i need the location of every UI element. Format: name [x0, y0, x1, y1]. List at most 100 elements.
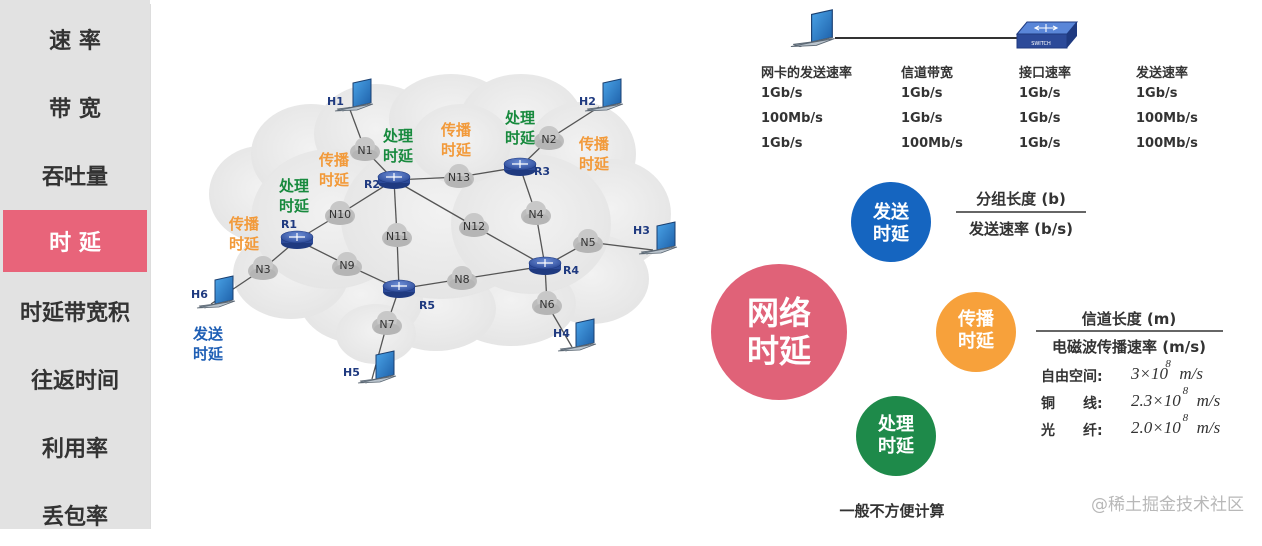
node-label-n1: N1: [357, 144, 372, 157]
sidebar: 速 率带 宽吞吐量时 延时延带宽积往返时间利用率丢包率: [0, 0, 150, 530]
node-label-n11: N11: [386, 230, 408, 243]
router-r3: R3: [503, 157, 550, 178]
node-n10: N10: [325, 201, 355, 225]
node-n7: N7: [372, 311, 402, 335]
node-n8: N8: [447, 266, 477, 290]
media-exp-1: 8: [1182, 385, 1189, 397]
sidebar-item-4[interactable]: 时延带宽积: [19, 301, 130, 326]
table-header-1: 信道带宽: [901, 66, 954, 81]
node-label-n2: N2: [541, 133, 556, 146]
sidebar-item-6[interactable]: 利用率: [41, 437, 108, 462]
processing-delay-circle-label: 处理 时延: [878, 414, 914, 457]
processing-delay-label-0: 处理 时延: [383, 127, 414, 165]
sidebar-item-7[interactable]: 丢包率: [41, 505, 108, 530]
table-laptop-icon: [790, 9, 835, 48]
table-cell-2-1: 100Mb/s: [901, 136, 963, 151]
table-cell-0-3: 1Gb/s: [1136, 86, 1178, 101]
watermark: @稀土掘金技术社区: [1091, 495, 1244, 515]
table-cell-1-2: 1Gb/s: [1019, 111, 1061, 126]
router-r4: R4: [528, 256, 579, 277]
host-label-h4: H4: [553, 327, 570, 340]
table-cell-1-1: 1Gb/s: [901, 111, 943, 126]
media-name-2: 光 纤:: [1041, 423, 1103, 439]
propagation-denominator: 电磁波传播速率 (m/s): [1052, 338, 1206, 356]
table-cell-0-1: 1Gb/s: [901, 86, 943, 101]
host-h5: [357, 350, 397, 384]
node-label-n3: N3: [255, 263, 270, 276]
node-n6: N6: [532, 291, 562, 315]
propagation-delay-label-1: 传播 时延: [441, 121, 472, 159]
node-n2: N2: [534, 126, 564, 150]
switch-icon: SWITCH: [1015, 21, 1079, 49]
media-exp-0: 8: [1165, 358, 1171, 370]
node-label-n4: N4: [528, 208, 543, 221]
host-label-h2: H2: [579, 95, 596, 108]
node-n13: N13: [444, 164, 474, 188]
network-delay-circle: [711, 264, 847, 400]
router-label-r1: R1: [281, 218, 297, 231]
media-name-0: 自由空间:: [1041, 369, 1103, 385]
node-n1: N1: [350, 137, 380, 161]
node-label-n8: N8: [454, 273, 469, 286]
host-h6: [196, 275, 236, 309]
node-n9: N9: [332, 252, 362, 276]
media-name-1: 铜 线:: [1041, 396, 1103, 412]
transmission-delay-label: 发送 时延: [193, 325, 224, 363]
node-label-n12: N12: [463, 220, 485, 233]
table-header-0: 网卡的发送速率: [761, 66, 853, 81]
transmission-numerator: 分组长度 (b): [976, 190, 1066, 208]
node-n12: N12: [459, 213, 489, 237]
propagation-delay-label-3: 传播 时延: [229, 215, 260, 253]
media-unit-0: m/s: [1179, 364, 1204, 383]
delay-graphics: [711, 182, 1223, 476]
router-r2: R2: [364, 170, 411, 191]
table-cell-1-0: 100Mb/s: [761, 111, 823, 126]
router-r5: R5: [382, 279, 435, 312]
media-unit-1: m/s: [1196, 391, 1221, 410]
host-label-h1: H1: [327, 95, 344, 108]
host-label-h6: H6: [191, 288, 208, 301]
host-h2: [584, 78, 624, 112]
host-h4: [557, 318, 597, 352]
media-value-1: 2.3×10: [1131, 391, 1181, 410]
propagation-delay-label-0: 传播 时延: [319, 151, 350, 189]
text-overlay: 处理 时延处理 时延处理 时延传播 时延传播 时延传播 时延传播 时延发送 时延…: [151, 4, 1257, 529]
cloud-blob-16: [411, 104, 511, 184]
network-delay-label: 网络 时延: [746, 294, 812, 370]
node-label-n5: N5: [580, 236, 595, 249]
link-table-graphics: SWITCH: [790, 9, 1079, 49]
sidebar-item-2[interactable]: 吞吐量: [41, 165, 108, 190]
media-value-0: 3×10: [1131, 364, 1168, 383]
propagation-delay-circle-label: 传播 时延: [958, 309, 994, 352]
transmission-delay-circle-label: 发送 时延: [873, 202, 909, 245]
processing-note: 一般不方便计算: [839, 502, 945, 520]
router-r1: R1: [280, 218, 314, 249]
sidebar-item-3[interactable]: 时 延: [3, 210, 147, 272]
node-n5: N5: [573, 229, 603, 253]
host-label-h3: H3: [633, 224, 650, 237]
sidebar-item-5[interactable]: 往返时间: [30, 369, 119, 394]
table-cell-0-0: 1Gb/s: [761, 86, 803, 101]
media-unit-2: m/s: [1196, 418, 1221, 437]
media-exp-2: 8: [1182, 412, 1189, 424]
router-label-r3: R3: [534, 165, 550, 178]
node-n3: N3: [248, 256, 278, 280]
node-label-n13: N13: [448, 171, 470, 184]
node-n4: N4: [521, 201, 551, 225]
processing-delay-label-1: 处理 时延: [505, 109, 536, 147]
table-header-2: 接口速率: [1019, 66, 1072, 81]
transmission-delay-circle: [851, 182, 931, 262]
sidebar-item-0[interactable]: 速 率: [49, 29, 101, 54]
switch-label: SWITCH: [1031, 41, 1051, 47]
node-label-n7: N7: [379, 318, 394, 331]
router-label-r2: R2: [364, 178, 380, 191]
table-cell-0-2: 1Gb/s: [1019, 86, 1061, 101]
host-h3: [638, 221, 678, 255]
sidebar-item-1[interactable]: 带 宽: [49, 97, 101, 122]
propagation-delay-label-2: 传播 时延: [579, 135, 610, 173]
